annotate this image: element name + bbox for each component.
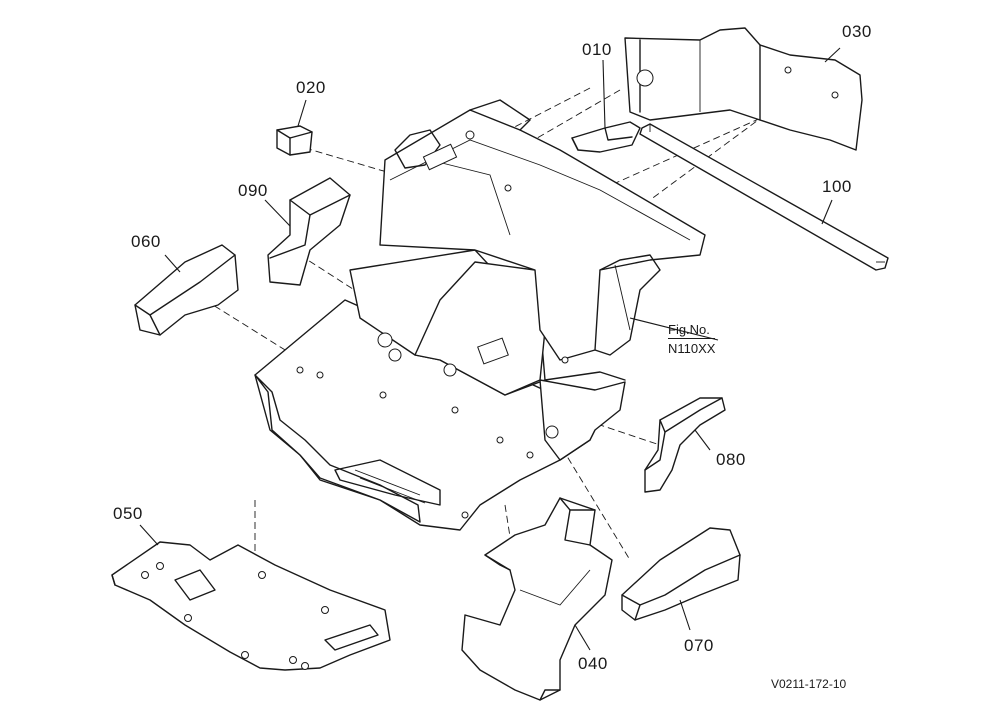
part-label-100: 100 — [822, 177, 852, 196]
part-080-side-cover — [644, 397, 726, 493]
part-100-bar — [639, 123, 889, 271]
part-label-070: 070 — [684, 636, 714, 655]
part-label-010: 010 — [582, 40, 612, 59]
part-label-030: 030 — [842, 22, 872, 41]
part-010-bracket — [571, 121, 641, 153]
part-070-side-pad — [621, 527, 741, 621]
part-label-060: 060 — [131, 232, 161, 251]
part-label-080: 080 — [716, 450, 746, 469]
figure-reference: Fig.No. N110XX — [668, 322, 716, 357]
part-020-pad — [276, 125, 313, 156]
figure-reference-number: N110XX — [668, 338, 716, 357]
part-label-040: 040 — [578, 654, 608, 673]
figure-code: V0211-172-10 — [771, 677, 847, 691]
part-label-050: 050 — [113, 504, 143, 523]
part-060-side-pad — [134, 244, 239, 336]
part-090-duct — [267, 177, 351, 286]
part-label-090: 090 — [238, 181, 268, 200]
part-030-rear-panel — [624, 27, 863, 151]
part-040-floor-mat — [461, 497, 613, 701]
part-label-020: 020 — [296, 78, 326, 97]
figure-reference-title: Fig.No. — [668, 322, 710, 337]
main-frame-assembly — [254, 99, 706, 531]
leader-lines — [139, 47, 841, 651]
part-050-floor-plate — [111, 541, 391, 671]
